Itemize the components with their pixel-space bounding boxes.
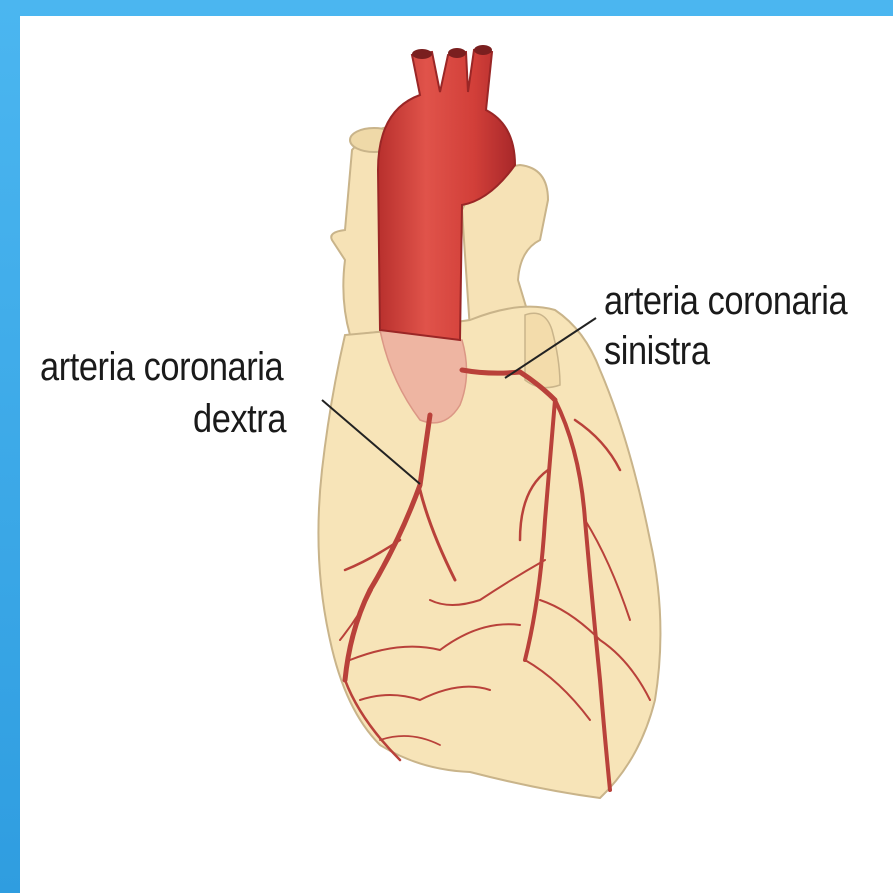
label-arteria-coronaria-dextra-line1: arteria coronaria xyxy=(40,344,283,390)
label-arteria-coronaria-sinistra-line1: arteria coronaria xyxy=(604,278,847,324)
brachiocephalic-opening xyxy=(412,49,432,59)
label-arteria-coronaria-dextra-line2: dextra xyxy=(193,396,286,442)
label-arteria-coronaria-sinistra-line2: sinistra xyxy=(604,328,710,374)
carotid-opening xyxy=(448,48,466,58)
subclavian-opening xyxy=(474,45,492,55)
